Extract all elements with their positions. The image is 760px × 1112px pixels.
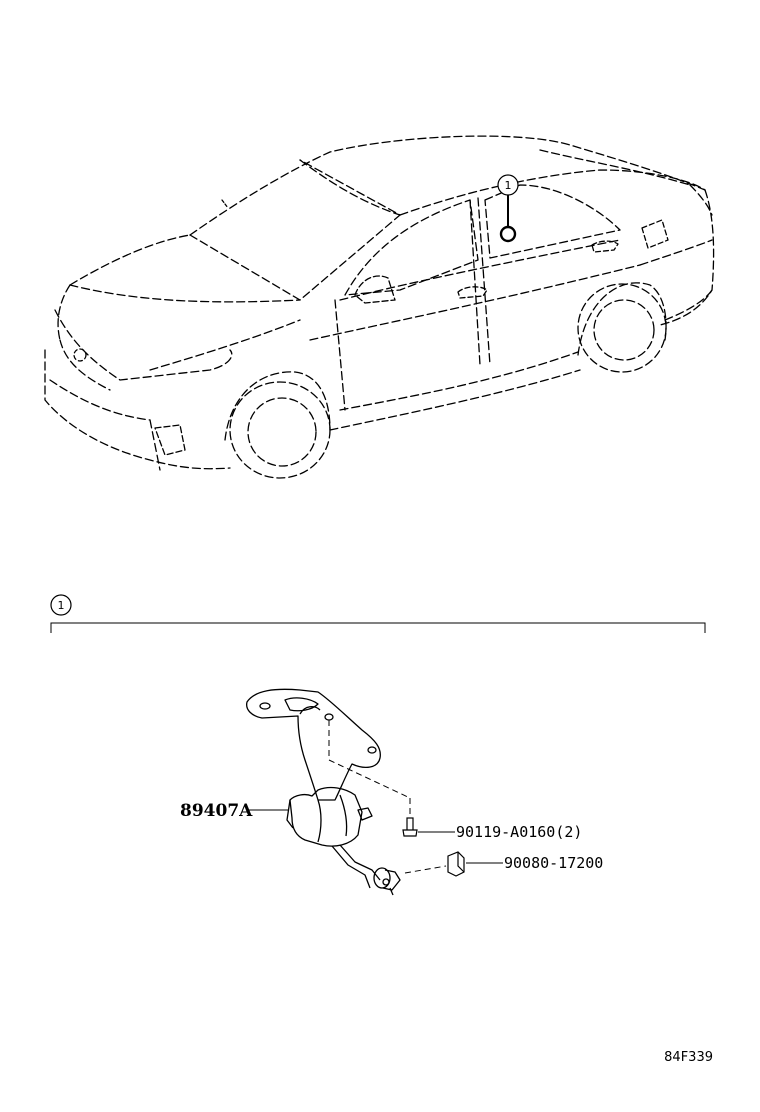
part-label-89407A: 89407A xyxy=(180,801,289,821)
part-number-90080: 90080-17200 xyxy=(504,854,603,872)
nut-icon xyxy=(447,851,465,877)
bolt-icon xyxy=(402,817,418,837)
detail-callout-circle xyxy=(50,594,72,616)
detail-bracket-line xyxy=(50,622,706,633)
car-callout: 1 xyxy=(497,174,519,243)
figure-id: 84F339 xyxy=(664,1050,713,1065)
height-sensor-assembly xyxy=(246,688,401,896)
part-label-90119: 90119-A0160(2) xyxy=(418,823,582,841)
part-label-90080: 90080-17200 xyxy=(466,854,603,872)
guide-lines xyxy=(328,720,447,874)
part-number-89407A: 89407A xyxy=(180,801,253,821)
part-number-90119: 90119-A0160(2) xyxy=(456,823,582,841)
detail-header: 1 xyxy=(50,594,706,633)
detail-callout-number: 1 xyxy=(58,599,65,612)
callout-number: 1 xyxy=(505,179,512,192)
car-illustration xyxy=(44,135,715,479)
sensor-location-marker xyxy=(499,225,517,243)
